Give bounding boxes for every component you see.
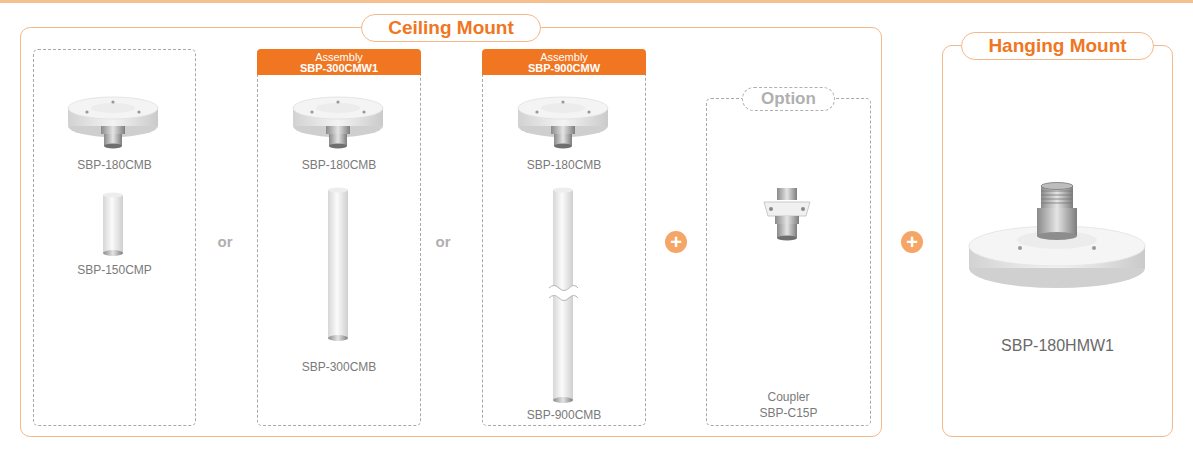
or-separator: or xyxy=(436,233,451,251)
group-title: Hanging Mount xyxy=(961,32,1153,60)
option-box: OptionCouplerSBP-C15P xyxy=(706,98,871,426)
assembly-header: Assembly xyxy=(483,51,645,63)
plus-icon: + xyxy=(901,231,923,253)
title-pill-holder: Hanging Mount xyxy=(943,32,1172,60)
or-separator: or xyxy=(218,233,233,251)
part-number: SBP-180HMW1 xyxy=(943,337,1172,355)
part-number: SBP-900CMB xyxy=(483,408,645,422)
mount-group-panel: Hanging MountSBP-180HMW1 xyxy=(942,45,1173,437)
mount-group-panel: Ceiling MountSBP-180CMBSBP-150CMPAssembl… xyxy=(20,27,882,437)
part-number: Coupler xyxy=(707,390,870,404)
option-tag: Option xyxy=(742,87,835,111)
assembly-header: SBP-900CMW xyxy=(483,62,645,74)
part-number: SBP-150CMP xyxy=(34,263,195,277)
plus-icon: + xyxy=(665,231,687,253)
assembly-box: AssemblySBP-300CMW1SBP-180CMB SBP-300CMB xyxy=(257,49,421,426)
part-number: SBP-180CMB xyxy=(34,158,195,172)
assembly-header: Assembly xyxy=(258,51,420,63)
title-pill-holder: Option xyxy=(707,87,870,111)
part-number: SBP-300CMB xyxy=(258,360,420,374)
part-number: SBP-180CMB xyxy=(483,158,645,172)
option-box: SBP-180CMB SBP-150CMP xyxy=(33,49,196,426)
group-title: Ceiling Mount xyxy=(361,14,541,42)
part-number: SBP-180CMB xyxy=(258,158,420,172)
part-number: SBP-C15P xyxy=(707,406,870,420)
top-bar xyxy=(0,0,1193,3)
assembly-header: SBP-300CMW1 xyxy=(258,62,420,74)
assembly-box: AssemblySBP-900CMW SBP-180CMB SBP-900CMB xyxy=(482,49,646,426)
title-pill-holder: Ceiling Mount xyxy=(21,14,881,42)
